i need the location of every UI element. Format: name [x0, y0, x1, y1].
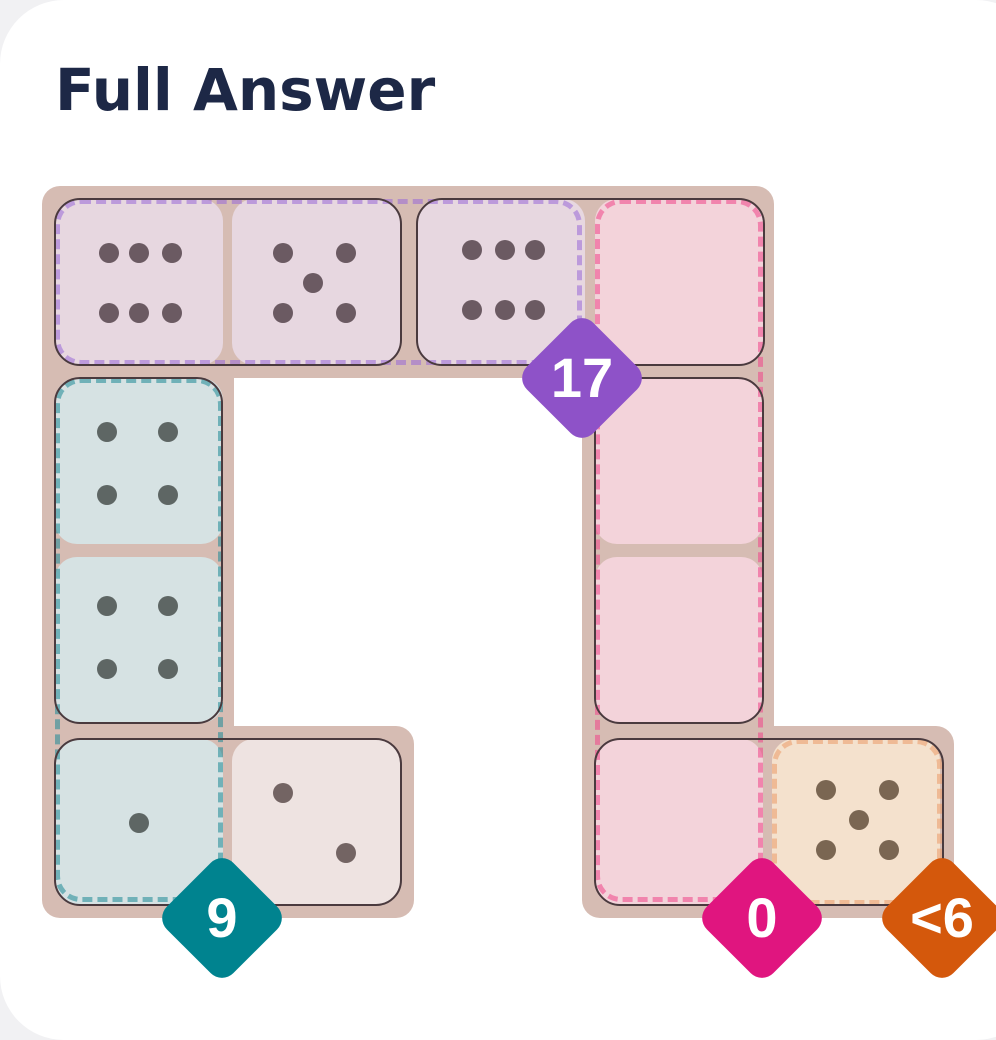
cell-r1-c0[interactable] [55, 378, 223, 544]
domino-6-5[interactable] [54, 198, 402, 366]
badge-value: <6 [910, 886, 974, 949]
cell-r0-c3[interactable] [595, 199, 763, 365]
region-purple-outline [55, 199, 582, 365]
cell-r3-c1[interactable] [232, 739, 400, 905]
region-teal-outline [55, 378, 223, 902]
badge-value: 0 [746, 886, 778, 949]
region-pink-outline [595, 199, 763, 902]
page-title: Full Answer [55, 56, 436, 124]
region-orange-outline [772, 739, 942, 905]
domino-4-4[interactable] [54, 377, 223, 724]
cell-r1-c3[interactable] [595, 378, 763, 544]
badge-value: 17 [550, 346, 614, 409]
cell-r0-c0[interactable] [55, 199, 223, 365]
domino-0-0[interactable] [594, 377, 764, 724]
badge-value: 9 [206, 886, 238, 949]
cell-r2-c0[interactable] [55, 557, 223, 723]
cell-r2-c3[interactable] [595, 557, 763, 723]
